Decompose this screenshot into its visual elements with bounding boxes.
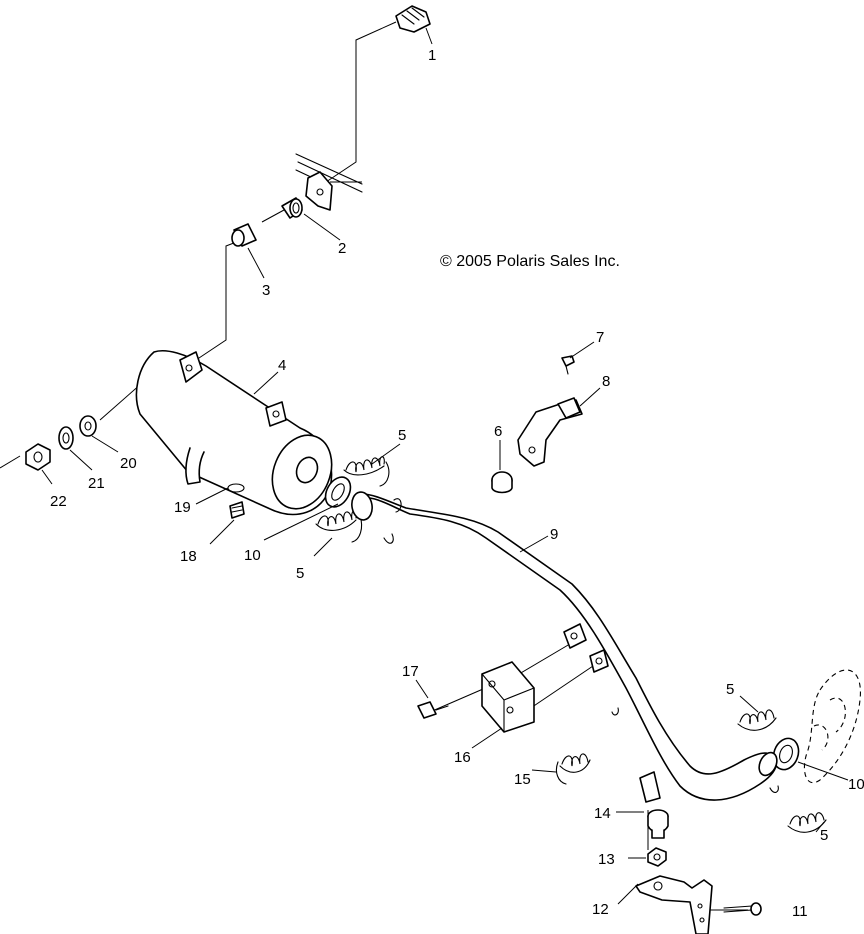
callout-5-right-lower: 5 bbox=[820, 827, 828, 844]
callout-5-upper: 5 bbox=[398, 427, 406, 444]
mount-part-14 bbox=[647, 809, 669, 839]
grommet-part-2 bbox=[281, 197, 303, 219]
screw-part-7 bbox=[561, 355, 575, 375]
callout-19: 19 bbox=[174, 499, 191, 516]
spring-part-5-upper bbox=[343, 456, 390, 487]
spring-part-15 bbox=[555, 753, 591, 785]
callout-5-right-upper: 5 bbox=[726, 681, 734, 698]
bolt-part-1 bbox=[395, 5, 431, 33]
washer-part-21 bbox=[58, 426, 74, 450]
bracket-part-12 bbox=[635, 875, 713, 934]
callout-9: 9 bbox=[550, 526, 558, 543]
callout-11: 11 bbox=[792, 903, 808, 920]
grommet-part-6 bbox=[491, 471, 513, 494]
callout-7: 7 bbox=[596, 329, 604, 346]
nut-part-13 bbox=[647, 847, 667, 867]
bolt-part-17 bbox=[417, 701, 449, 719]
head-pipe-part-9 bbox=[351, 491, 779, 803]
gasket-part-10-left bbox=[324, 476, 352, 508]
callout-1: 1 bbox=[428, 47, 436, 64]
washer-part-20 bbox=[79, 415, 97, 437]
copyright-notice: © 2005 Polaris Sales Inc. bbox=[440, 253, 620, 270]
assembly-guide-lines bbox=[0, 21, 748, 911]
callout-3: 3 bbox=[262, 282, 270, 299]
callout-10-left: 10 bbox=[244, 547, 261, 564]
callout-16: 16 bbox=[454, 749, 471, 766]
callout-22: 22 bbox=[50, 493, 67, 510]
bolt-part-18 bbox=[229, 501, 245, 519]
screw-part-11 bbox=[723, 902, 762, 916]
callout-13: 13 bbox=[598, 851, 615, 868]
callout-18: 18 bbox=[180, 548, 197, 565]
bracket-part-8 bbox=[517, 397, 583, 467]
callout-labels: 1 2 3 4 5 5 5 5 6 7 8 9 10 10 11 12 13 1… bbox=[50, 47, 864, 920]
engine-port-outline bbox=[803, 669, 861, 783]
callout-2: 2 bbox=[338, 240, 346, 257]
callout-8: 8 bbox=[602, 373, 610, 390]
nut-part-22 bbox=[25, 443, 51, 471]
frame-bracket bbox=[305, 171, 333, 211]
callout-20: 20 bbox=[120, 455, 137, 472]
muffler-part-4 bbox=[135, 350, 333, 516]
callout-5-lower: 5 bbox=[296, 565, 304, 582]
callout-leaders bbox=[41, 27, 849, 905]
spacer-part-3 bbox=[231, 223, 257, 247]
callout-17: 17 bbox=[402, 663, 419, 680]
callout-4: 4 bbox=[278, 357, 286, 374]
spring-part-5-right-upper bbox=[737, 709, 777, 731]
callout-10-right: 10 bbox=[848, 776, 864, 793]
callout-6: 6 bbox=[494, 423, 502, 440]
gasket-part-10-right bbox=[772, 737, 800, 771]
callout-14: 14 bbox=[594, 805, 611, 822]
callout-12: 12 bbox=[592, 901, 609, 918]
callout-15: 15 bbox=[514, 771, 531, 788]
clamp-part-16 bbox=[481, 661, 535, 733]
callout-21: 21 bbox=[88, 475, 105, 492]
